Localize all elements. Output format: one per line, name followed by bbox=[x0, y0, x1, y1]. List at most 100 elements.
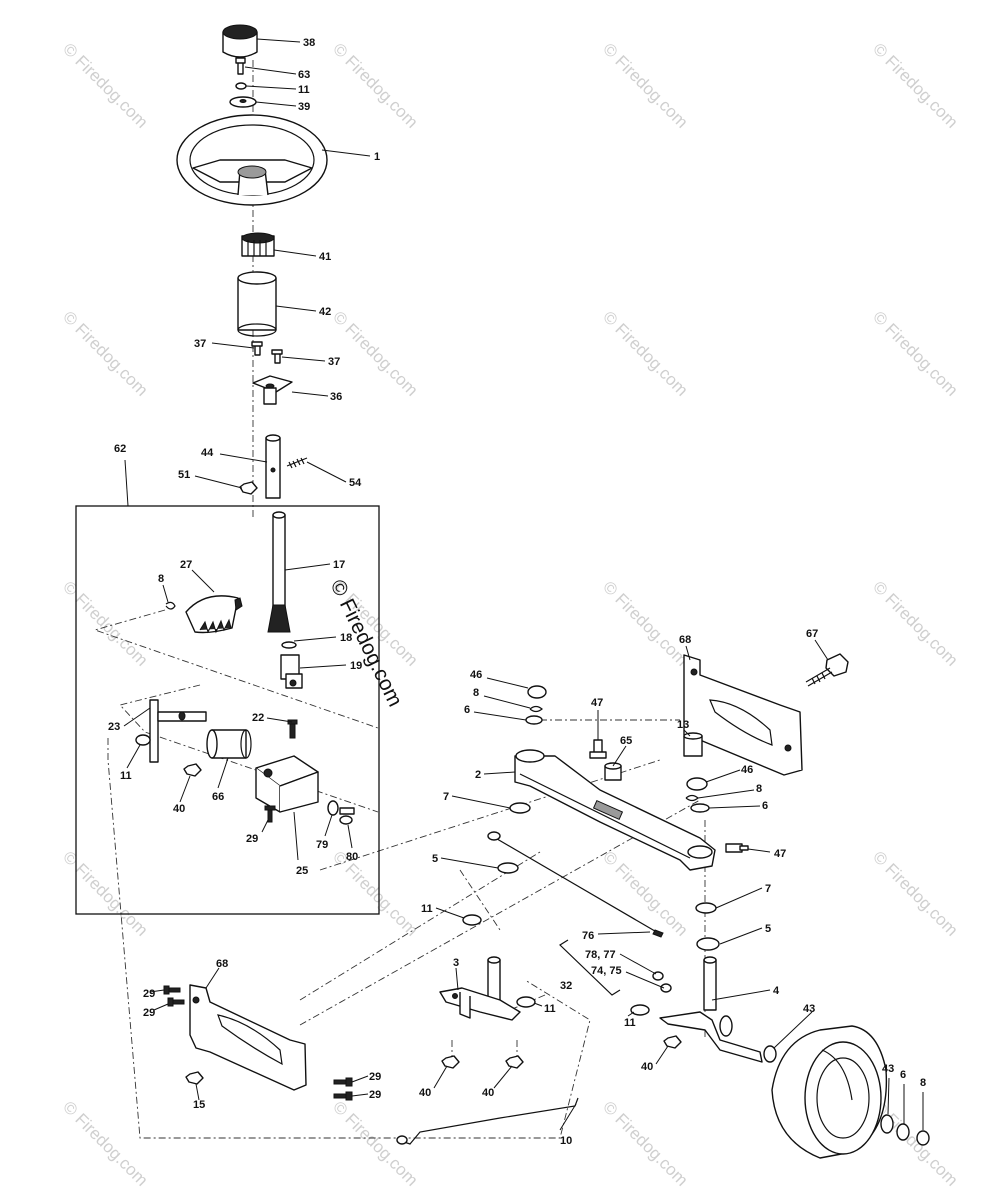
callout-80: 80 bbox=[346, 851, 358, 863]
callout-8: 8 bbox=[158, 573, 164, 585]
part-29-bolts-left bbox=[163, 985, 185, 1007]
callout-10: 10 bbox=[560, 1135, 572, 1147]
callout-78-77: 78, 77 bbox=[585, 949, 616, 961]
callout-40: 40 bbox=[173, 803, 185, 815]
part-7-washer-a bbox=[509, 802, 531, 814]
part-40-nut-c bbox=[505, 1055, 524, 1069]
callout-6: 6 bbox=[762, 800, 768, 812]
part-4-spindle bbox=[659, 956, 763, 1063]
part-18-washer bbox=[281, 641, 297, 649]
watermark-text: © Firedog.com bbox=[59, 1097, 151, 1189]
part-3-spindle bbox=[439, 956, 521, 1021]
callout-29: 29 bbox=[369, 1089, 381, 1101]
callout-43: 43 bbox=[882, 1063, 894, 1075]
callout-66: 66 bbox=[212, 791, 224, 803]
watermark-text: © Firedog.com bbox=[869, 847, 961, 939]
callout-29: 29 bbox=[143, 1007, 155, 1019]
callout-29: 29 bbox=[369, 1071, 381, 1083]
part-wheel bbox=[771, 1025, 888, 1159]
leader-lines bbox=[123, 38, 924, 1131]
callout-8: 8 bbox=[756, 783, 762, 795]
callout-47: 47 bbox=[591, 697, 603, 709]
part-29-bolt bbox=[264, 805, 276, 823]
part-11-washer-d bbox=[516, 996, 536, 1008]
watermark-text: © Firedog.com bbox=[329, 847, 421, 939]
callout-11: 11 bbox=[120, 770, 132, 782]
part-13-bushing bbox=[683, 732, 703, 757]
callout-68: 68 bbox=[216, 958, 228, 970]
part-17-shaft bbox=[267, 511, 291, 633]
callout-65: 65 bbox=[620, 735, 632, 747]
part-47-fitting-a bbox=[589, 739, 607, 759]
part-ball-joint bbox=[652, 971, 672, 993]
callout-15: 15 bbox=[193, 1099, 205, 1111]
part-40-nut-b bbox=[441, 1055, 460, 1069]
part-8-clip bbox=[165, 601, 176, 610]
callout-1: 1 bbox=[374, 151, 380, 163]
part-67-bolt bbox=[805, 653, 849, 687]
callout-74-75: 74, 75 bbox=[591, 965, 622, 977]
part-27-sector-gear bbox=[185, 595, 243, 634]
callout-63: 63 bbox=[298, 69, 310, 81]
callout-76: 76 bbox=[582, 930, 594, 942]
callout-62: 62 bbox=[114, 443, 126, 455]
part-5-washer-a bbox=[497, 862, 519, 874]
callout-13: 13 bbox=[677, 719, 689, 731]
callout-3: 3 bbox=[453, 957, 459, 969]
callout-8: 8 bbox=[920, 1077, 926, 1089]
part-8-clip-d bbox=[916, 1130, 930, 1146]
callout-51: 51 bbox=[178, 469, 190, 481]
callout-37: 37 bbox=[194, 338, 206, 350]
watermark-text: © Firedog.com bbox=[599, 577, 691, 669]
callout-11: 11 bbox=[624, 1017, 636, 1029]
part-44-shaft bbox=[265, 434, 281, 499]
part-29-bolts-right bbox=[333, 1077, 353, 1101]
watermark-text: © Firedog.com bbox=[59, 847, 151, 939]
callout-4: 4 bbox=[773, 985, 780, 997]
part-11-washer-e bbox=[630, 1004, 650, 1016]
part-51-nut bbox=[239, 481, 258, 495]
part-66-bushing bbox=[206, 729, 252, 759]
callout-46: 46 bbox=[741, 764, 753, 776]
watermark-text: © Firedog.com bbox=[599, 307, 691, 399]
part-38-cap bbox=[222, 24, 258, 58]
watermark-text: © Firedog.com bbox=[329, 307, 421, 399]
callout-47: 47 bbox=[774, 848, 786, 860]
callout-7: 7 bbox=[765, 883, 771, 895]
part-63-screw bbox=[235, 57, 246, 75]
part-68-bracket-left bbox=[189, 984, 307, 1091]
callout-8: 8 bbox=[473, 687, 479, 699]
callout-36: 36 bbox=[330, 391, 342, 403]
callout-67: 67 bbox=[806, 628, 818, 640]
callout-25: 25 bbox=[296, 865, 308, 877]
part-11-washer bbox=[235, 82, 247, 90]
part-15-nut bbox=[185, 1071, 204, 1085]
callout-11: 11 bbox=[298, 84, 310, 96]
part-11-washer-c bbox=[462, 914, 482, 926]
callout-29: 29 bbox=[246, 833, 258, 845]
part-40-nut-d bbox=[663, 1035, 682, 1049]
part-80-bolt bbox=[339, 807, 355, 825]
part-5-washer-b bbox=[696, 937, 720, 951]
part-6-washer-c bbox=[896, 1123, 910, 1141]
callout-6: 6 bbox=[464, 704, 470, 716]
part-8-clip-c bbox=[685, 794, 699, 802]
callout-43: 43 bbox=[803, 1003, 815, 1015]
watermark-text: © Firedog.com bbox=[59, 39, 151, 131]
part-68-bracket-right bbox=[683, 654, 803, 776]
kit-62-box bbox=[75, 505, 380, 915]
part-43-washer-b bbox=[880, 1114, 894, 1134]
part-76-tie-rod bbox=[487, 831, 664, 938]
part-6-washer-a bbox=[525, 715, 543, 725]
watermark-text: © Firedog.com bbox=[869, 577, 961, 669]
callout-40: 40 bbox=[641, 1061, 653, 1073]
callout-41: 41 bbox=[319, 251, 331, 263]
part-11-washer-b bbox=[135, 734, 151, 746]
watermark-text: © Firedog.com bbox=[59, 577, 151, 669]
callout-32: 32 bbox=[560, 980, 572, 992]
callout-44: 44 bbox=[201, 447, 214, 459]
callout-11: 11 bbox=[421, 903, 433, 915]
watermark-text: © Firedog.com bbox=[869, 39, 961, 131]
